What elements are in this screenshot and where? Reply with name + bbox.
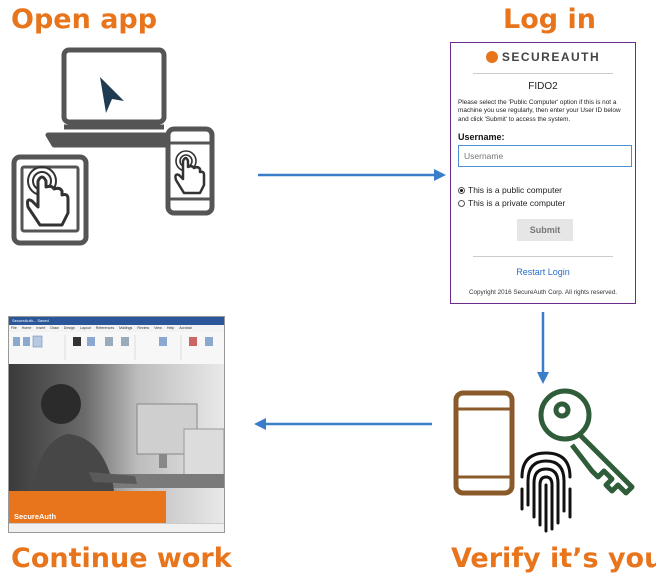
phone-tap-hand-icon: [174, 150, 206, 195]
radio-public-computer[interactable]: This is a public computer: [458, 185, 562, 195]
divider: [473, 73, 613, 74]
step-log-in-label: Log in: [503, 4, 596, 35]
brand-name: SECUREAUTH: [501, 50, 601, 64]
window-titlebar: SecureAuth... Saved: [9, 317, 224, 325]
ribbon-tab-draw[interactable]: Draw: [50, 326, 59, 330]
username-label: Username:: [458, 132, 505, 142]
submit-button[interactable]: Submit: [517, 219, 573, 241]
radio-public-indicator[interactable]: [458, 186, 465, 194]
restart-login-link[interactable]: Restart Login: [516, 267, 570, 277]
ribbon-icons: [13, 335, 213, 360]
ribbon-tab-help[interactable]: Help: [166, 326, 175, 330]
ribbon-tab-file[interactable]: File: [11, 326, 17, 330]
word-document-window: SecureAuth... Saved File Home Insert Draw De…: [8, 316, 225, 533]
ribbon-tab-acrobat[interactable]: Acrobat: [179, 326, 192, 330]
step-open-app-label: Open app: [11, 4, 158, 35]
cursor-icon: [100, 77, 124, 113]
status-bar: [9, 523, 224, 532]
ribbon-tabs: File Home Insert Draw Design Layout References…: [9, 325, 224, 332]
copyright-text: Copyright 2016 SecureAuth Corp. All righ…: [468, 289, 618, 296]
phone-icon: [453, 390, 515, 496]
laptop-icon: [45, 47, 183, 148]
devices-illustration: [11, 47, 215, 246]
tap-hand-icon: [26, 166, 70, 227]
radio-private-label: This is a private computer: [468, 198, 566, 208]
login-instructions: Please select the 'Public Computer' opti…: [458, 99, 621, 123]
step-verify-label: Verify it’s you: [451, 543, 656, 574]
radio-private-indicator[interactable]: [458, 199, 465, 207]
ribbon-tab-review[interactable]: Review: [137, 326, 150, 330]
secureauth-logo: SECUREAUTH: [451, 50, 635, 64]
brand-banner: [9, 491, 166, 525]
secureauth-logo-icon: [485, 51, 498, 63]
ribbon-tab-view[interactable]: View: [154, 326, 162, 330]
ribbon-tab-home[interactable]: Home: [21, 326, 32, 330]
ribbon-tab-mailings[interactable]: Mailings: [119, 326, 133, 330]
key-icon: [538, 388, 635, 496]
fingerprint-icon: [520, 451, 572, 533]
auth-method-title: FIDO2: [528, 81, 558, 92]
step-continue-label: Continue work: [11, 543, 232, 574]
arrow-right-icon: [258, 169, 446, 181]
arrow-left-icon: [254, 418, 432, 430]
divider: [473, 256, 613, 257]
ribbon-tab-references[interactable]: References: [95, 326, 115, 330]
login-panel: SECUREAUTH FIDO2 Please select the 'Publ…: [450, 42, 636, 304]
ribbon-toolbar: [9, 332, 224, 365]
verify-illustration: [453, 388, 635, 533]
radio-private-computer[interactable]: This is a private computer: [458, 198, 565, 208]
ribbon-tab-layout[interactable]: Layout: [79, 326, 91, 330]
brand-banner-text: SecureAuth: [14, 512, 57, 521]
username-input[interactable]: [458, 145, 632, 167]
arrow-down-icon: [537, 312, 549, 384]
radio-public-label: This is a public computer: [468, 185, 563, 195]
ribbon-tab-insert[interactable]: Insert: [36, 326, 46, 330]
ribbon-tab-design[interactable]: Design: [63, 326, 75, 330]
